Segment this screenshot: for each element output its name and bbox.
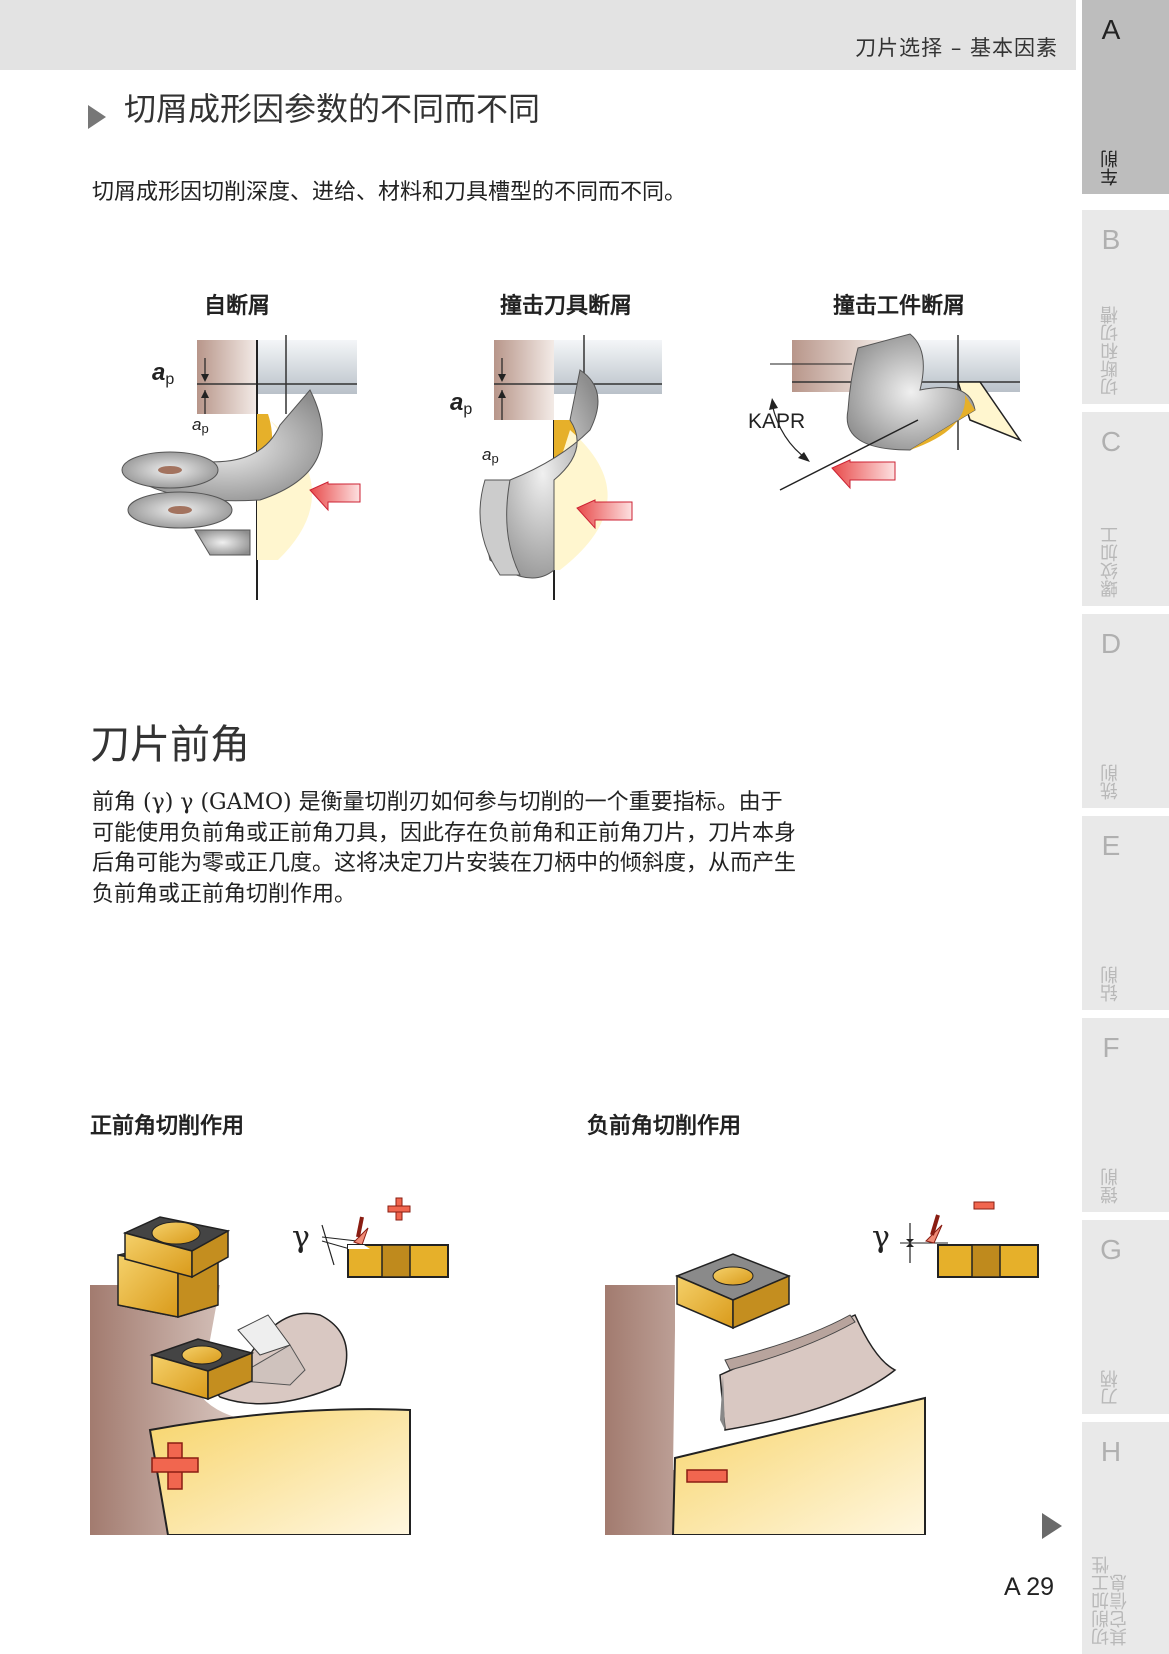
section-intro: 切屑成形因切削深度、进给、材料和刀具槽型的不同而不同。	[92, 180, 687, 205]
section-arrow-icon	[88, 105, 106, 129]
positive-rake-illustration	[90, 1216, 411, 1535]
side-tab-tool-holding[interactable]: G 刀柄	[1082, 1220, 1169, 1414]
paragraph-line: 负前角或正前角切削作用。	[92, 881, 357, 907]
negative-rake-illustration	[605, 1253, 926, 1535]
side-tab-milling[interactable]: D 铣削	[1082, 614, 1169, 808]
side-tab-letter: D	[1100, 628, 1122, 659]
minus-sign-icon	[973, 1201, 995, 1210]
side-tab-label: 刀柄	[1100, 1370, 1121, 1406]
depth-of-cut-label-small: ap	[482, 445, 499, 466]
side-tab-label: 镗削	[1100, 1168, 1121, 1204]
side-tab-letter: B	[1101, 224, 1121, 255]
side-tab-label: 铣削	[1100, 764, 1121, 800]
paragraph-line: 前角 (γ) γ (GAMO) 是衡量切削刃如何参与切削的一个重要指标。由于	[92, 790, 783, 815]
side-tab-letter: G	[1100, 1234, 1122, 1265]
side-tab-letter: E	[1101, 830, 1121, 861]
section-title: 切屑成形因参数的不同而不同	[124, 90, 541, 128]
positive-rake-angle-detail: γ	[292, 1197, 449, 1278]
gamma-label: γ	[872, 1220, 890, 1255]
depth-of-cut-label: ap	[450, 389, 472, 418]
positive-rake-label: 正前角切削作用	[90, 1114, 245, 1139]
header-title: 刀片选择 – 基本因素	[855, 36, 1058, 60]
figure-label-workpiece-breaking: 撞击工件断屑	[833, 294, 966, 319]
side-tab-label: 钻削	[1100, 966, 1121, 1002]
depth-of-cut-label-small: ap	[192, 415, 209, 436]
depth-of-cut-label: ap	[152, 359, 174, 388]
side-tab-letter: C	[1100, 426, 1122, 457]
next-page-icon[interactable]	[1042, 1513, 1062, 1539]
side-tab-drilling[interactable]: E 钻削	[1082, 816, 1169, 1010]
side-tab-turning[interactable]: A 车削	[1082, 0, 1169, 194]
side-tab-letter: F	[1102, 1032, 1120, 1063]
side-tab-label: 车削	[1100, 150, 1121, 186]
tool-shape	[257, 340, 357, 394]
side-tab-letter: H	[1100, 1436, 1122, 1467]
minus-icon	[686, 1469, 728, 1483]
figure-label-self-breaking: 自断屑	[204, 294, 271, 319]
side-tab-label: 切削加工性 其它信息	[1091, 1556, 1130, 1646]
negative-rake-label: 负前角切削作用	[587, 1114, 742, 1139]
negative-rake-angle-detail: γ	[872, 1201, 1039, 1278]
rake-angle-title: 刀片前角	[90, 722, 250, 768]
workpiece-breaking-chip-illustration: KAPR	[748, 333, 1023, 491]
side-tab-boring[interactable]: F 镗削	[1082, 1018, 1169, 1212]
paragraph-line: 可能使用负前角或正前角刀具，因此存在负前角和正前角刀片，刀片本身	[92, 820, 797, 846]
side-tab-machinability[interactable]: H 切削加工性 其它信息	[1082, 1422, 1169, 1654]
side-tab-threading[interactable]: C 螺纹加工	[1082, 412, 1169, 606]
side-tabs: A 车削 B 切断和切槽 C 螺纹加工 D 铣削 E 钻削 F 镗削 G 刀柄 …	[1082, 0, 1169, 1654]
plus-icon	[151, 1442, 199, 1490]
rake-angle-paragraph: 前角 (γ) γ (GAMO) 是衡量切削刃如何参与切削的一个重要指标。由于 可…	[92, 788, 912, 910]
figure-label-tool-breaking: 撞击刀具断屑	[500, 294, 633, 319]
side-tab-label: 螺纹加工	[1100, 526, 1121, 598]
paragraph-line: 后角可能为零或正几度。这将决定刀片安装在刀柄中的倾斜度，从而产生	[92, 851, 797, 876]
self-breaking-chip-illustration: ap ap	[121, 335, 361, 600]
side-tab-label: 切断和切槽	[1100, 306, 1121, 396]
page-number: A 29	[1004, 1573, 1055, 1601]
side-tab-letter: A	[1101, 14, 1121, 45]
side-tab-parting-grooving[interactable]: B 切断和切槽	[1082, 210, 1169, 404]
header-bar: 刀片选择 – 基本因素	[0, 0, 1076, 70]
kapr-label: KAPR	[748, 410, 805, 433]
plus-sign-icon	[387, 1197, 411, 1221]
gamma-label: γ	[292, 1220, 310, 1255]
tool-breaking-chip-illustration: ap ap	[450, 335, 662, 600]
